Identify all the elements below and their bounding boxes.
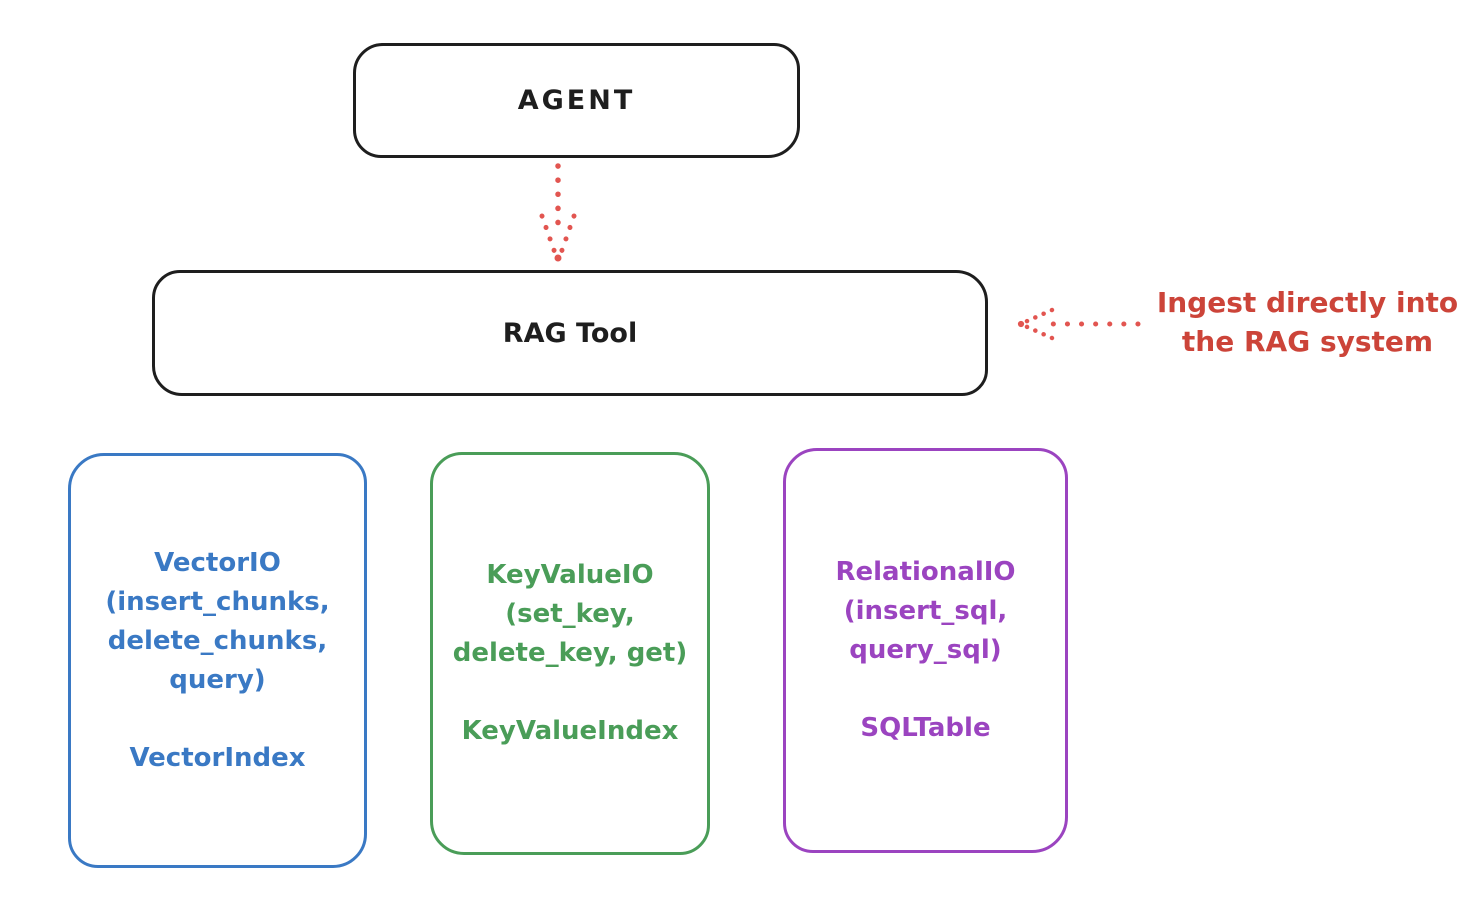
agent-node: AGENT [353,43,800,158]
vector-index-label: VectorIndex [129,742,306,773]
node-text-line: RelationalIO [835,557,1016,587]
rag-tool-label: RAG Tool [502,317,638,349]
storage-node-key-value-io: KeyValueIO (set_key, delete_key, get) Ke… [430,452,710,855]
key-value-index-label: KeyValueIndex [461,716,679,746]
annotation-line-1: Ingest directly into [1156,286,1459,319]
storage-node-relational-io: RelationalIO (insert_sql, query_sql) SQL… [783,448,1068,853]
dotted-left-arrow-icon [1017,307,1141,341]
annotation-line-2: the RAG system [1181,325,1434,358]
node-text-line: (insert_sql, [843,596,1008,626]
node-text-line: (set_key, [505,599,635,629]
node-text-line: delete_chunks, [107,625,328,656]
dotted-down-arrow-icon [539,163,577,262]
key-value-io-text: KeyValueIO (set_key, delete_key, get) [453,556,688,673]
ingest-annotation: Ingest directly into the RAG system [1135,283,1480,361]
storage-node-vector-io: VectorIO (insert_chunks, delete_chunks, … [68,453,367,868]
node-text-line: (insert_chunks, [105,586,330,617]
sql-table-label: SQLTable [860,713,991,743]
agent-label: AGENT [517,85,636,116]
node-text-line: query_sql) [849,635,1002,665]
node-text-line: query) [169,664,266,695]
rag-tool-node: RAG Tool [152,270,988,396]
node-text-line: delete_key, get) [452,638,688,668]
node-text-line: KeyValueIO [486,560,654,590]
relational-io-text: RelationalIO (insert_sql, query_sql) [835,553,1015,670]
node-text-line: VectorIO [154,547,281,578]
vector-io-text: VectorIO (insert_chunks, delete_chunks, … [105,544,329,700]
